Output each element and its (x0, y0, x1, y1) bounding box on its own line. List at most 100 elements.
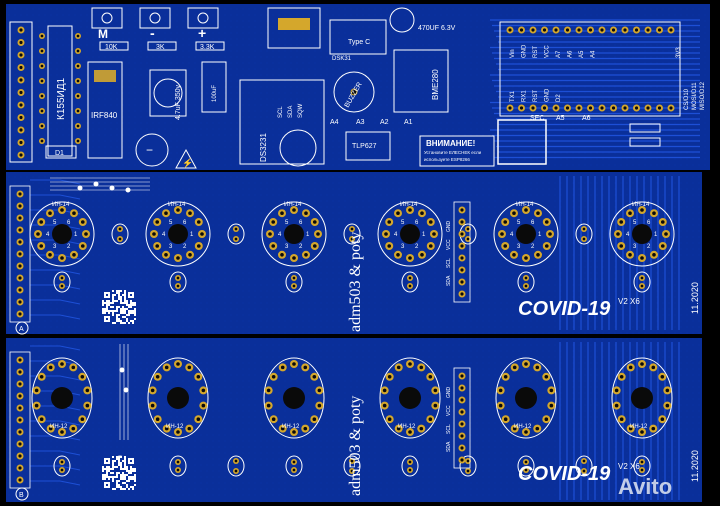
qr-module (120, 460, 122, 462)
qr-module (124, 484, 126, 486)
qr-module (126, 462, 128, 464)
qr-module (116, 296, 118, 298)
pad-hole (80, 417, 85, 421)
tube-pin-number: 4 (510, 232, 514, 238)
qr-module (132, 456, 134, 458)
pad-hole (498, 403, 503, 408)
qr-module (132, 298, 134, 300)
qr-module (112, 474, 114, 476)
pad-hole (628, 211, 632, 216)
row-a-brand: COVID-19 (518, 298, 611, 320)
qr-module (116, 322, 118, 324)
pad-hole (18, 478, 22, 482)
tube-pin-number: 6 (183, 220, 187, 226)
pad-hole (18, 288, 22, 292)
pad-hole (628, 252, 632, 257)
qr-module (114, 304, 116, 306)
qr-module (134, 472, 136, 474)
svg-text:⚡: ⚡ (182, 157, 193, 169)
pad-hole (396, 211, 400, 216)
qr-module (110, 464, 112, 466)
pad-hole (155, 417, 160, 421)
pad-hole (18, 192, 22, 196)
pad-hole (118, 237, 122, 241)
qr-module (122, 462, 124, 464)
qr-module (120, 292, 122, 294)
qr-module (120, 318, 122, 320)
pad-hole (460, 410, 464, 414)
pad-hole (39, 244, 44, 248)
qr-module (114, 318, 116, 320)
mcu-pin-label: VCC (545, 45, 551, 58)
qr-module (114, 462, 116, 464)
qr-module (110, 312, 112, 314)
qr-module (108, 322, 110, 324)
tube-pin-number: 5 (169, 220, 173, 226)
qr-module (110, 316, 112, 318)
pad-hole (271, 375, 276, 379)
qr-module (110, 320, 112, 322)
qr-module (132, 314, 134, 316)
connector-label: GND (446, 387, 452, 399)
svg-text:SCL: SCL (278, 106, 284, 118)
qr-module (126, 322, 128, 324)
qr-module (112, 318, 114, 320)
qr-module (122, 458, 124, 460)
pad-hole (19, 90, 23, 95)
qr-module (110, 484, 112, 486)
tube-outline (609, 201, 675, 267)
qr-module (134, 462, 136, 464)
pad-hole (271, 220, 276, 224)
qr-module (120, 306, 122, 308)
qr-module (106, 480, 108, 482)
chip-label: К155ИД1 (56, 78, 67, 120)
pad-hole (18, 276, 22, 280)
qr-module (114, 486, 116, 488)
qr-module (112, 482, 114, 484)
pad-hole (164, 426, 169, 431)
qr-module (118, 468, 120, 470)
qr-module (128, 298, 130, 300)
qr-module (112, 308, 114, 310)
tube-type-label: ИН-12 (282, 424, 300, 430)
pad-hole (531, 28, 535, 32)
qr-module (110, 308, 112, 310)
pad-hole (60, 284, 64, 288)
tube-type-label: ИН-14 (168, 202, 186, 208)
qr-module (134, 316, 136, 318)
led-outline (285, 271, 303, 293)
typec-label: Type C (348, 39, 370, 46)
qr-module (126, 458, 128, 460)
qr-module (108, 480, 110, 482)
trace (30, 345, 81, 351)
pad-hole (428, 417, 433, 421)
qr-module (124, 306, 126, 308)
qr-module (128, 456, 130, 458)
qr-module (110, 470, 112, 472)
pad-hole (500, 232, 504, 236)
pad-hole (60, 468, 64, 472)
qr-module (116, 464, 118, 466)
pad-hole (292, 208, 296, 212)
pad-hole (460, 386, 464, 390)
qr-module (132, 316, 134, 318)
pad-hole (460, 422, 464, 426)
qr-module (130, 290, 132, 292)
pad-hole (19, 128, 23, 132)
qr-module (134, 458, 136, 460)
qr-module (118, 482, 120, 484)
tube-pin-number: 6 (299, 220, 303, 226)
pad-hole (419, 365, 424, 370)
pad-hole (76, 109, 80, 113)
tube-type-label: ИН-12 (166, 424, 184, 430)
tube-pin-number: 6 (67, 220, 71, 226)
qr-module (112, 470, 114, 472)
pad-hole (76, 49, 80, 53)
row-id-badge (15, 321, 29, 335)
qr-module (102, 322, 104, 324)
qr-module (108, 472, 110, 474)
pad-hole (176, 256, 180, 260)
pad-hole (387, 220, 392, 224)
